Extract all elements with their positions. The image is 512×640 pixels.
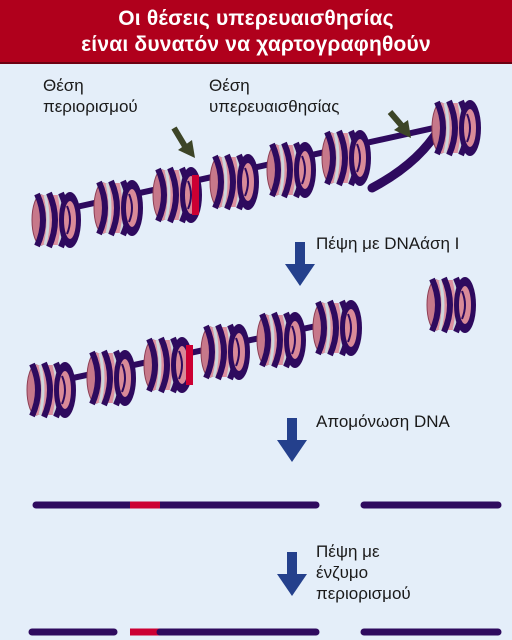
nucleosome — [257, 312, 306, 368]
hypersensitive-site-label-line-2: υπερευαισθησίας — [209, 97, 340, 116]
chromatin-fiber-intact — [32, 100, 481, 248]
nucleosome — [27, 362, 76, 418]
step-restriction-label-line-1: Πέψη με — [316, 542, 380, 561]
nucleosome — [432, 100, 481, 156]
nucleosome — [32, 192, 81, 248]
step-isolation-label: Απομόνωση DNA — [316, 412, 450, 431]
step-restriction-label: Πέψη με ένζυμο περιορισμού — [316, 541, 411, 604]
hypersensitive-site-label-line-1: Θέση — [209, 76, 250, 95]
chromatin-fiber-cleaved — [27, 300, 362, 418]
restriction-site-pointer — [171, 126, 195, 158]
nucleosome — [313, 300, 362, 356]
hypersensitive-site-label: Θέση υπερευαισθησίας — [209, 75, 339, 117]
hypersensitive-site-pointer — [387, 110, 411, 138]
nucleosome — [87, 350, 136, 406]
nucleosome — [201, 324, 250, 380]
released-nucleosome — [427, 277, 476, 333]
title-line-1: Οι θέσεις υπερευαισθησίας — [118, 7, 394, 30]
title-line-2: είναι δυνατόν να χαρτογραφηθούν — [81, 33, 431, 56]
step-dnase-label: Πέψη με DNAάση I — [316, 234, 460, 253]
restriction-site-label-line-1: Θέση — [43, 76, 84, 95]
step-arrow-restriction — [277, 552, 307, 596]
nucleosome — [322, 130, 371, 186]
nucleosome — [94, 180, 143, 236]
restriction-site-label: Θέση περιορισμού — [43, 75, 138, 117]
restriction-site-label-line-2: περιορισμού — [43, 97, 138, 116]
nucleosome — [267, 142, 316, 198]
restriction-site-mark — [192, 175, 199, 215]
nucleosome — [144, 337, 193, 393]
step-restriction-label-line-2: ένζυμο — [316, 563, 369, 582]
title-banner: Οι θέσεις υπερευαισθησίας είναι δυνατόν … — [0, 0, 512, 64]
step-arrow-isolation — [277, 418, 307, 462]
step-restriction-label-line-3: περιορισμού — [316, 584, 411, 603]
nucleosome — [210, 154, 259, 210]
step-arrow-dnase — [285, 242, 315, 286]
restriction-site-mark — [186, 345, 193, 385]
